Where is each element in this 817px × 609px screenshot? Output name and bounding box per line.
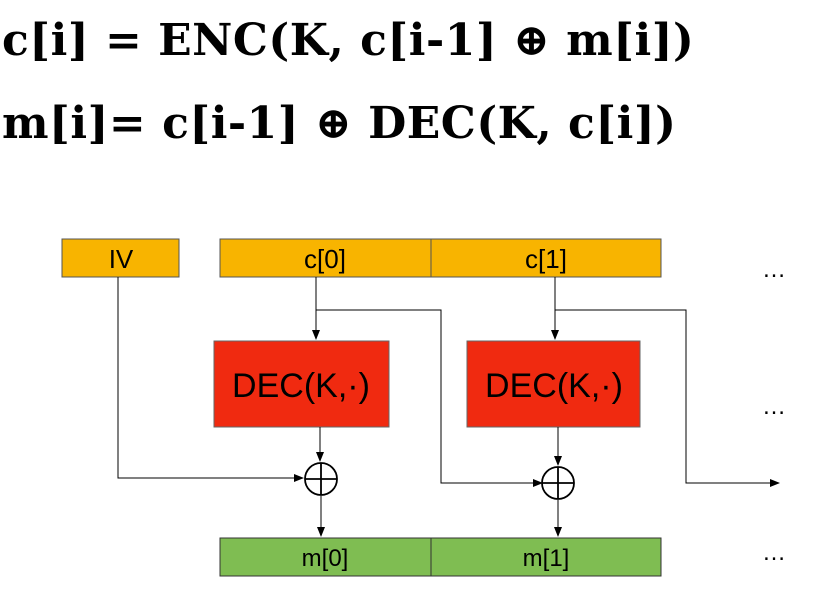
continuation-dots-bottom: …: [762, 539, 786, 566]
plaintext-block-0: [219, 537, 432, 577]
plaintext-label-0: m[0]: [302, 545, 349, 572]
decrypt-label-1: DEC(K,·): [485, 367, 623, 405]
decrypt-label-0: DEC(K,·): [232, 367, 370, 405]
ciphertext-label-0: c[0]: [304, 244, 346, 274]
decrypt-block-1: [466, 340, 641, 428]
ciphertext-block-1: [430, 238, 662, 278]
arrow-iv-to-xor0: [117, 277, 304, 482]
continuation-dots-top: …: [762, 256, 786, 283]
encryption-formula: c[i] = ENC(K, c[i-1] ⊕ m[i]): [2, 15, 695, 66]
plaintext-label-1: m[1]: [523, 545, 570, 572]
plaintext-block-1: [430, 537, 662, 577]
iv-label: IV: [109, 244, 134, 274]
xor-icon: [304, 462, 338, 496]
decryption-formula: m[i]= c[i-1] ⊕ DEC(K, c[i]): [2, 98, 677, 149]
ciphertext-label-1: c[1]: [525, 244, 567, 274]
iv-block: [61, 238, 180, 278]
arrow-c1-to-next: [555, 309, 780, 487]
arrow-c0-to-xor1: [316, 309, 543, 487]
continuation-dots-middle: …: [762, 393, 786, 420]
xor-icon: [541, 466, 575, 500]
decrypt-block-0: [213, 340, 390, 428]
